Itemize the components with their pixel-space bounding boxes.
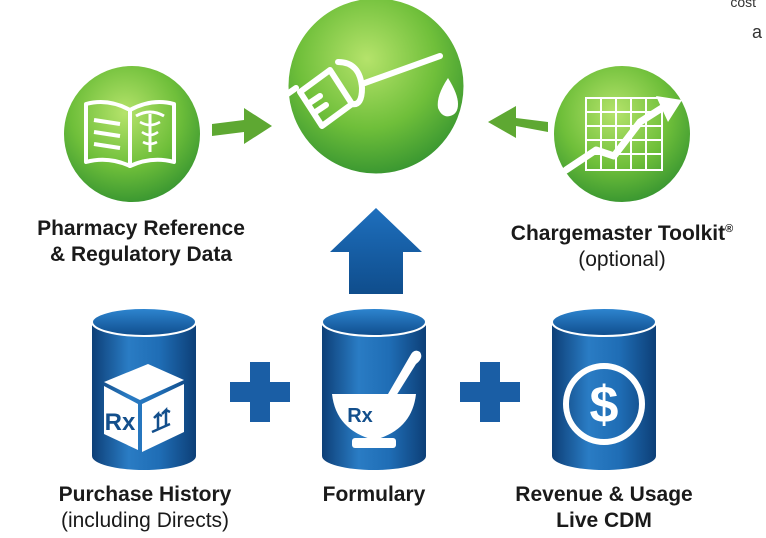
registered-mark: ®	[725, 223, 734, 235]
chargemaster-title: Chargemaster Toolkit	[510, 222, 726, 245]
pharmacy-reference-node	[60, 62, 204, 206]
book-caduceus-icon	[84, 100, 176, 168]
plus-icon	[230, 362, 290, 422]
arrow-right-to-center	[488, 106, 548, 138]
purchase-history-subtitle: (including Directs)	[60, 509, 230, 532]
chargemaster-node	[550, 62, 694, 206]
syringe-drop-icon	[283, 53, 458, 129]
rising-chart-icon	[562, 96, 682, 174]
arrow-up-to-center	[330, 208, 422, 294]
purchase-history-node: Rx	[91, 307, 197, 470]
revenue-usage-node: $	[551, 307, 657, 470]
mortar-rx-text: Rx	[347, 405, 373, 427]
formulary-title: Formulary	[322, 483, 426, 506]
chargemaster-label: Chargemaster Toolkit® (optional)	[478, 216, 766, 273]
corner-text-2: a	[751, 22, 762, 42]
chargemaster-subtitle: (optional)	[578, 248, 666, 271]
rx-box-icon	[104, 364, 184, 452]
formulary-node: Rx	[321, 307, 427, 470]
plus-icon	[460, 362, 520, 422]
dollar-coin-icon	[563, 363, 645, 445]
arrow-left-to-center	[212, 108, 272, 144]
mortar-pestle-rx-icon	[332, 350, 422, 448]
chargemaster-title-line: Chargemaster Toolkit®	[478, 216, 766, 247]
revenue-usage-label: Revenue & Usage Live CDM	[484, 482, 724, 534]
corner-text-1: cost	[730, 0, 756, 10]
pharmacy-reference-title-1: Pharmacy Reference	[37, 217, 245, 240]
formulary-label: Formulary	[296, 482, 452, 508]
rx-box-text: Rx	[105, 409, 136, 436]
pharmacy-reference-label: Pharmacy Reference & Regulatory Data	[0, 216, 282, 268]
revenue-usage-title-2: Live CDM	[556, 509, 652, 532]
purchase-history-label: Purchase History (including Directs)	[14, 482, 276, 534]
purchase-history-title: Purchase History	[58, 483, 232, 506]
revenue-usage-title-1: Revenue & Usage	[515, 483, 693, 506]
dollar-text: $	[590, 376, 619, 434]
pharmacy-reference-title-2: & Regulatory Data	[49, 243, 233, 266]
syringe-node	[283, 0, 469, 179]
